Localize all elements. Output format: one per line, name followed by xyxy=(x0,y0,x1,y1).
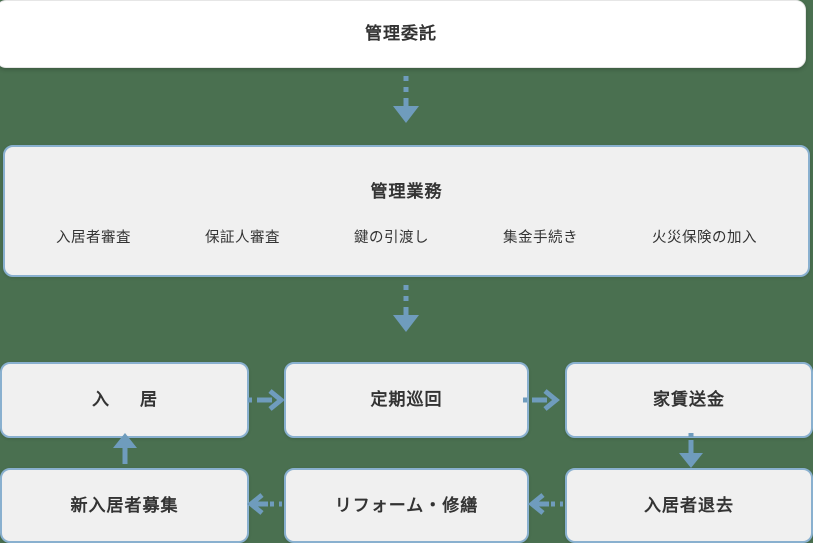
box-yachin-sokin[interactable]: 家賃送金 xyxy=(565,362,813,438)
box-kanri-itaku[interactable]: 管理委託 xyxy=(0,0,806,68)
kanri-gyomu-item-hoshonin-shinsa: 保証人審査 xyxy=(205,230,280,246)
box-yachin-sokin-label: 家賃送金 xyxy=(653,390,725,410)
kanri-gyomu-item-shukin-tetsuzuki: 集金手続き xyxy=(503,230,578,246)
arrow-down-kanri-gyomu-to-nyukyo xyxy=(383,283,429,335)
kanri-gyomu-item-kasai-hoken: 火災保険の加入 xyxy=(652,230,757,246)
kanri-gyomu-item-list: 入居者審査 保証人審査 鍵の引渡し 集金手続き 火災保険の加入 xyxy=(5,226,808,247)
box-nyukyo[interactable]: 入 居 xyxy=(0,362,249,438)
box-shin-nyukyosha-boshu-label: 新入居者募集 xyxy=(70,495,179,515)
arrow-down-kanri-itaku-to-kanri-gyomu xyxy=(383,74,429,126)
kanri-gyomu-item-nyukyosha-shinsa: 入居者審査 xyxy=(56,230,131,246)
kanri-gyomu-item-kagi-hikiwatashi: 鍵の引渡し xyxy=(354,230,429,246)
box-reform-shuzen-label: リフォーム・修繕 xyxy=(334,495,479,515)
box-nyukyosha-taikyo[interactable]: 入居者退去 xyxy=(565,468,813,543)
box-nyukyosha-taikyo-label: 入居者退去 xyxy=(644,495,734,515)
box-kanri-gyomu[interactable]: 管理業務 入居者審査 保証人審査 鍵の引渡し 集金手続き 火災保険の加入 xyxy=(3,145,810,277)
box-kanri-gyomu-title: 管理業務 xyxy=(370,182,443,201)
box-nyukyo-label: 入 居 xyxy=(92,390,164,410)
box-teiki-junkai-label: 定期巡回 xyxy=(370,390,443,410)
box-kanri-itaku-label: 管理委託 xyxy=(365,24,437,44)
arrow-right-nyukyo-to-teiki-junkai xyxy=(246,386,286,414)
box-shin-nyukyosha-boshu[interactable]: 新入居者募集 xyxy=(0,468,249,543)
box-teiki-junkai[interactable]: 定期巡回 xyxy=(284,362,529,438)
arrow-left-reform-to-shin-nyukyosha-boshu xyxy=(246,490,286,518)
arrow-left-nyukyosha-taikyo-to-reform xyxy=(527,490,567,518)
box-reform-shuzen[interactable]: リフォーム・修繕 xyxy=(284,468,529,543)
